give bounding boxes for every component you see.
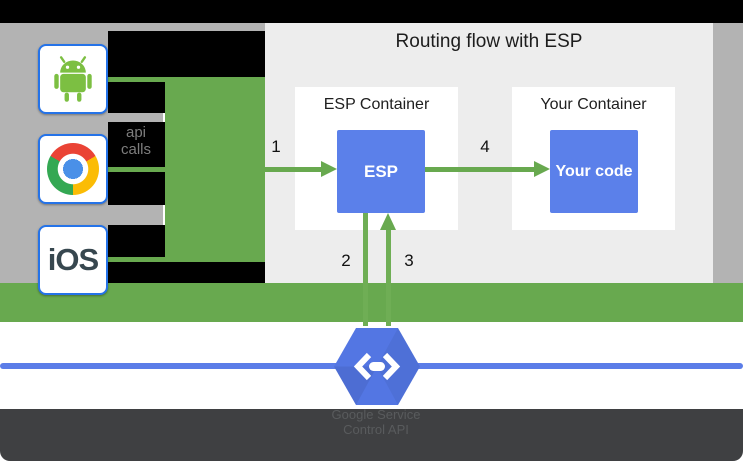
ios-connector-line: [108, 257, 165, 262]
green-horizontal-band: [0, 283, 743, 322]
endpoints-glyph: [353, 352, 401, 381]
chrome-client-card: [38, 134, 108, 204]
esp-container-label: ESP Container: [323, 96, 430, 113]
api-calls-annotation: api calls: [106, 124, 166, 158]
chrome-connector-line: [108, 167, 165, 172]
step-label-3: 3: [404, 251, 414, 270]
step-label-4: 4: [480, 137, 490, 156]
android-icon: [54, 56, 92, 102]
transparent-patch: [108, 122, 165, 205]
green-merge-band: [165, 77, 265, 262]
your-container-label: Your Container: [540, 96, 647, 113]
arrow-2-line: [363, 213, 368, 326]
transparent-patch: [163, 31, 265, 78]
arrow-4-head-icon: [534, 161, 550, 177]
arrow-3-line: [386, 229, 391, 326]
service-control-line2: Control API: [343, 422, 409, 437]
ios-client-card: iOS: [38, 225, 108, 295]
arrow-1-head-icon: [321, 161, 337, 177]
chrome-icon: [47, 143, 99, 195]
top-black-band: [0, 0, 743, 23]
android-client-card: [38, 44, 108, 114]
footer-band: [0, 409, 743, 461]
gray-strip-right: [713, 23, 743, 283]
ios-label: iOS: [47, 242, 99, 277]
api-calls-line2: calls: [120, 141, 151, 158]
panel-title: Routing flow with ESP: [395, 31, 583, 52]
arrow-1-line: [265, 167, 322, 172]
esp-box: ESP: [337, 130, 425, 213]
service-control-line1: Google Service: [331, 407, 421, 422]
api-calls-line1: api: [125, 124, 147, 141]
transparent-patch: [108, 262, 265, 283]
arrow-3-head-icon: [380, 213, 396, 230]
step-label-2: 2: [341, 251, 351, 270]
android-connector-line: [108, 77, 165, 82]
arrow-4-line: [425, 167, 535, 172]
gray-strip-top: [163, 23, 265, 31]
your-code-box: Your code: [550, 130, 638, 213]
service-control-label: Google Service Control API: [288, 407, 464, 437]
transparent-patch: [108, 31, 165, 113]
transparent-patch: [108, 225, 165, 262]
endpoints-hexagon-icon: [334, 328, 420, 405]
step-label-1: 1: [271, 137, 281, 156]
